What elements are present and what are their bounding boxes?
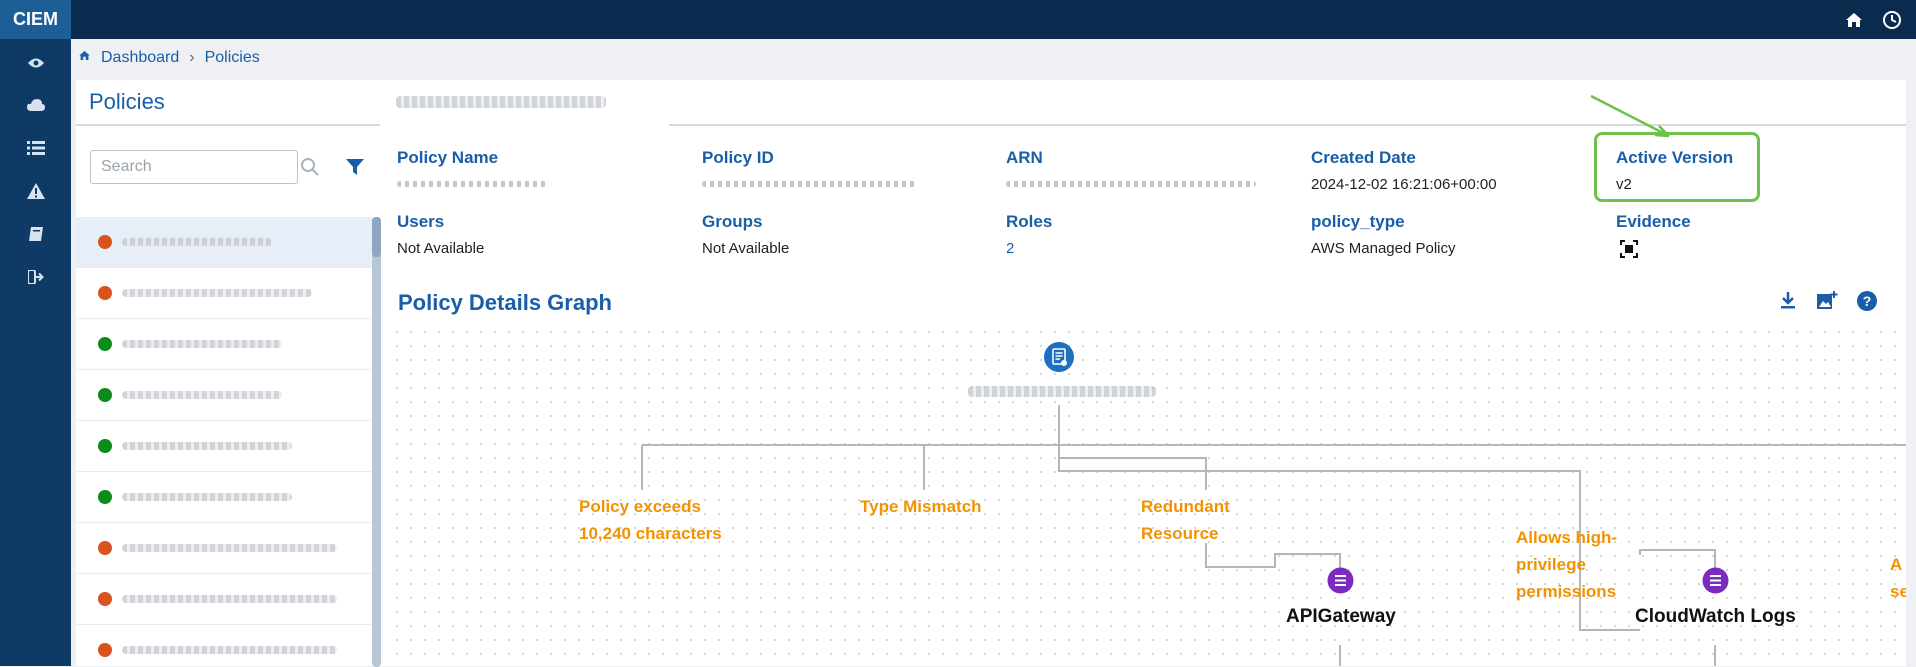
service-node-icon[interactable] — [1327, 567, 1354, 599]
add-image-icon[interactable] — [1816, 290, 1838, 317]
list-item[interactable] — [76, 421, 372, 472]
clock-icon[interactable] — [1882, 10, 1902, 30]
service-node-cloudwatch[interactable]: CloudWatch Logs — [1635, 606, 1796, 627]
status-dot — [98, 490, 112, 504]
home-icon — [78, 49, 91, 67]
list-item[interactable] — [76, 217, 372, 268]
groups-value: Not Available — [702, 240, 790, 257]
redacted-text — [122, 544, 337, 552]
divider — [76, 124, 380, 126]
search-icon[interactable] — [300, 157, 320, 177]
top-bar: CIEM — [0, 0, 1916, 39]
redacted-text — [122, 391, 282, 399]
roles-link[interactable]: 2 — [1006, 240, 1015, 257]
active-version-value: v2 — [1616, 176, 1632, 193]
policy-node-icon[interactable] — [1043, 341, 1075, 378]
graph-edges — [641, 405, 1906, 666]
selected-policy-tab[interactable] — [396, 90, 636, 114]
list-item[interactable] — [76, 268, 372, 319]
sidebar-item-list[interactable] — [0, 129, 71, 172]
app-logo: CIEM — [0, 0, 71, 39]
logout-icon — [26, 269, 44, 289]
cloud-icon — [26, 98, 46, 117]
service-node-icon[interactable] — [1702, 567, 1729, 599]
finding-type-mismatch[interactable]: Type Mismatch — [860, 497, 982, 516]
redacted-text — [122, 595, 337, 603]
status-dot — [98, 439, 112, 453]
redacted-text — [122, 493, 292, 501]
eye-icon — [27, 56, 45, 74]
users-label: Users — [397, 212, 445, 231]
status-dot — [98, 592, 112, 606]
status-dot — [98, 235, 112, 249]
groups-label: Groups — [702, 212, 763, 231]
highlight-box — [1594, 132, 1760, 202]
policies-title: Policies — [89, 89, 165, 114]
help-icon[interactable]: ? — [1856, 290, 1878, 317]
policy-name-label: Policy Name — [397, 148, 499, 167]
status-dot — [98, 643, 112, 657]
sidebar-item-logout[interactable] — [0, 258, 71, 301]
breadcrumb: Dashboard › Policies — [78, 49, 260, 67]
list-icon — [26, 141, 45, 160]
status-dot — [98, 541, 112, 555]
breadcrumb-policies[interactable]: Policies — [204, 49, 260, 66]
breadcrumb-dashboard[interactable]: Dashboard — [101, 49, 180, 66]
redacted-text — [122, 646, 337, 654]
created-date-value: 2024-12-02 16:21:06+00:00 — [1311, 176, 1497, 193]
list-item[interactable] — [76, 574, 372, 625]
download-icon[interactable] — [1778, 290, 1798, 317]
policy-id-value — [702, 181, 917, 187]
evidence-icon[interactable] — [1620, 240, 1638, 263]
book-icon — [28, 226, 44, 247]
arn-label: ARN — [1006, 148, 1043, 167]
redacted-text — [122, 442, 292, 450]
sidebar-item-cloud[interactable] — [0, 86, 71, 129]
status-dot — [98, 286, 112, 300]
status-dot — [98, 337, 112, 351]
sidebar-item-visibility[interactable] — [0, 43, 71, 86]
divider — [669, 124, 1906, 126]
graph-title: Policy Details Graph — [398, 290, 612, 315]
redacted-text — [122, 340, 282, 348]
filter-icon[interactable] — [346, 158, 364, 176]
evidence-label: Evidence — [1616, 212, 1691, 231]
sidebar-item-alerts[interactable] — [0, 172, 71, 215]
policy-id-label: Policy ID — [702, 148, 774, 167]
policy-type-value: AWS Managed Policy — [1311, 240, 1456, 257]
redacted-text — [122, 238, 272, 246]
chevron-right-icon: › — [189, 49, 195, 66]
scrollbar[interactable] — [372, 217, 381, 667]
sidebar-item-docs[interactable] — [0, 215, 71, 258]
list-item[interactable] — [76, 319, 372, 370]
list-item[interactable] — [76, 370, 372, 421]
redacted-text — [122, 289, 312, 297]
list-item[interactable] — [76, 523, 372, 574]
search-input[interactable] — [90, 150, 298, 184]
service-node-apigateway[interactable]: APIGateway — [1286, 606, 1396, 627]
list-item[interactable] — [76, 625, 372, 667]
roles-label: Roles — [1006, 212, 1053, 231]
policy-list — [76, 217, 372, 667]
redacted-text — [396, 96, 606, 108]
home-icon[interactable] — [1844, 10, 1864, 30]
status-dot — [98, 388, 112, 402]
sidebar — [0, 39, 71, 666]
warning-icon — [26, 183, 45, 204]
users-value: Not Available — [397, 240, 485, 257]
list-item[interactable] — [76, 472, 372, 523]
arn-value — [1006, 181, 1256, 187]
svg-text:?: ? — [1863, 293, 1872, 309]
policy-name-value — [397, 181, 547, 187]
policy-type-label: policy_type — [1311, 212, 1405, 231]
active-version-label: Active Version — [1616, 148, 1734, 167]
policy-node-label — [968, 386, 1156, 397]
created-date-label: Created Date — [1311, 148, 1416, 167]
scrollbar-thumb[interactable] — [372, 217, 381, 257]
